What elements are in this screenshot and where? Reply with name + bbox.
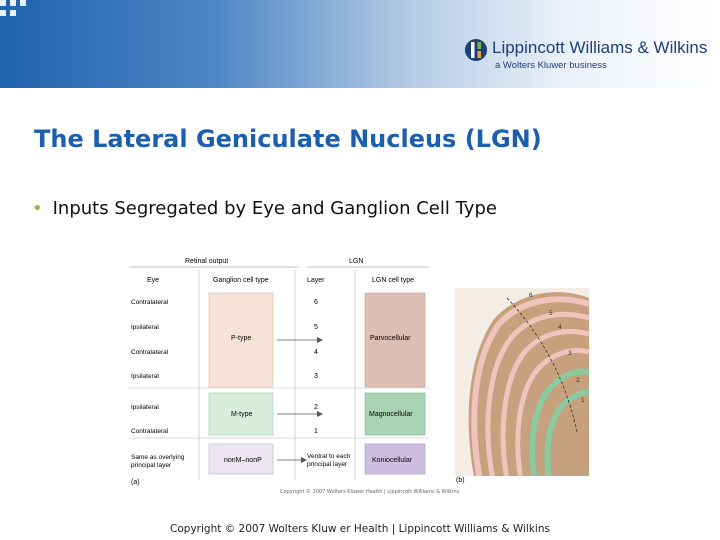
m-type-box	[208, 392, 274, 436]
panel-b-label: (b)	[456, 477, 465, 484]
p-type-label: P-type	[231, 335, 251, 342]
ventral-label-2: principal layer	[307, 461, 348, 468]
micro-layer-label: 1	[581, 397, 585, 404]
layer-band-4	[500, 329, 589, 476]
publisher-subtitle: a Wolters Kluwer business	[495, 60, 607, 71]
lgn-micrograph: 6 5 4 3 2 1	[455, 288, 589, 476]
corner-square	[10, 0, 16, 6]
footer-copyright: Copyright © 2007 Wolters Kluw er Health …	[170, 523, 550, 535]
figure-copyright: Copyright © 2007 Wolters Kluwer Health |…	[280, 489, 460, 495]
col-lgn-type: LGN cell type	[372, 277, 414, 284]
lgn-figure: Retinal output LGN Eye Ganglion cell typ…	[129, 258, 589, 486]
corner-square	[10, 10, 16, 16]
header-lgn: LGN	[349, 258, 363, 265]
koniocellular-box	[364, 443, 426, 475]
m-arrowhead-icon	[317, 411, 323, 417]
parvocellular-label: Parvocellular	[370, 335, 411, 342]
m-type-label: M-type	[231, 411, 253, 418]
eye-label: Ipsilateral	[131, 404, 159, 411]
nonm-nonp-label: nonM–nonP	[224, 457, 262, 464]
eye-label-same-2: principal layer	[131, 462, 172, 469]
bullet-item: • Inputs Segregated by Eye and Ganglion C…	[32, 198, 497, 219]
layer-band-3	[515, 348, 589, 476]
layer-number: 3	[314, 373, 318, 380]
magnocellular-label: Magnocellular	[369, 411, 413, 418]
layer-band-1	[544, 389, 589, 476]
corner-square	[0, 0, 6, 6]
bullet-dot-icon: •	[32, 198, 43, 219]
corner-square	[0, 10, 6, 16]
header-retinal-output: Retinal output	[185, 258, 228, 265]
layer-band-2	[529, 368, 589, 476]
eye-label: Ipsilateral	[131, 324, 159, 331]
nonm-nonp-box	[208, 443, 274, 475]
layer-number: 6	[314, 299, 318, 306]
layer-number: 5	[314, 324, 318, 331]
micro-layer-label: 5	[549, 310, 553, 317]
bullet-text: Inputs Segregated by Eye and Ganglion Ce…	[52, 198, 497, 219]
col-eye: Eye	[147, 277, 159, 284]
layer-number: 1	[314, 428, 318, 435]
header-band	[0, 0, 720, 88]
layer-band-6	[471, 296, 589, 476]
magnocellular-box	[364, 392, 426, 436]
publisher-name: Lippincott Williams & Wilkins	[492, 38, 708, 57]
eye-label: Ipsilateral	[131, 373, 159, 380]
layer-number: 2	[314, 404, 318, 411]
parvocellular-box	[364, 292, 426, 388]
p-type-box	[208, 292, 274, 388]
panel-a-label: (a)	[131, 479, 140, 486]
micro-layer-label: 6	[529, 292, 533, 299]
layer-band-5	[485, 311, 589, 476]
non-arrowhead-icon	[301, 457, 307, 463]
layer-number: 4	[314, 349, 318, 356]
col-layer: Layer	[307, 277, 325, 284]
slide-title: The Lateral Geniculate Nucleus (LGN)	[34, 125, 542, 153]
publisher-logo: Lippincott Williams & Wilkins a Wolters …	[464, 36, 714, 76]
p-arrowhead-icon	[317, 337, 323, 343]
micro-layer-label: 3	[568, 350, 572, 357]
dashed-line	[506, 297, 578, 433]
ventral-label-1: Ventral to each	[307, 453, 351, 460]
eye-label-same-1: Same as overlying	[131, 454, 185, 461]
corner-square	[20, 0, 26, 6]
col-ganglion: Ganglion cell type	[213, 277, 269, 284]
eye-label: Contralateral	[131, 299, 169, 306]
eye-label: Contralateral	[131, 349, 169, 356]
lww-mark-icon	[465, 39, 487, 61]
koniocellular-label: Koniocellular	[372, 457, 413, 464]
eye-label: Contralateral	[131, 428, 169, 435]
micro-layer-label: 4	[558, 324, 562, 331]
micro-layer-label: 2	[576, 377, 580, 384]
